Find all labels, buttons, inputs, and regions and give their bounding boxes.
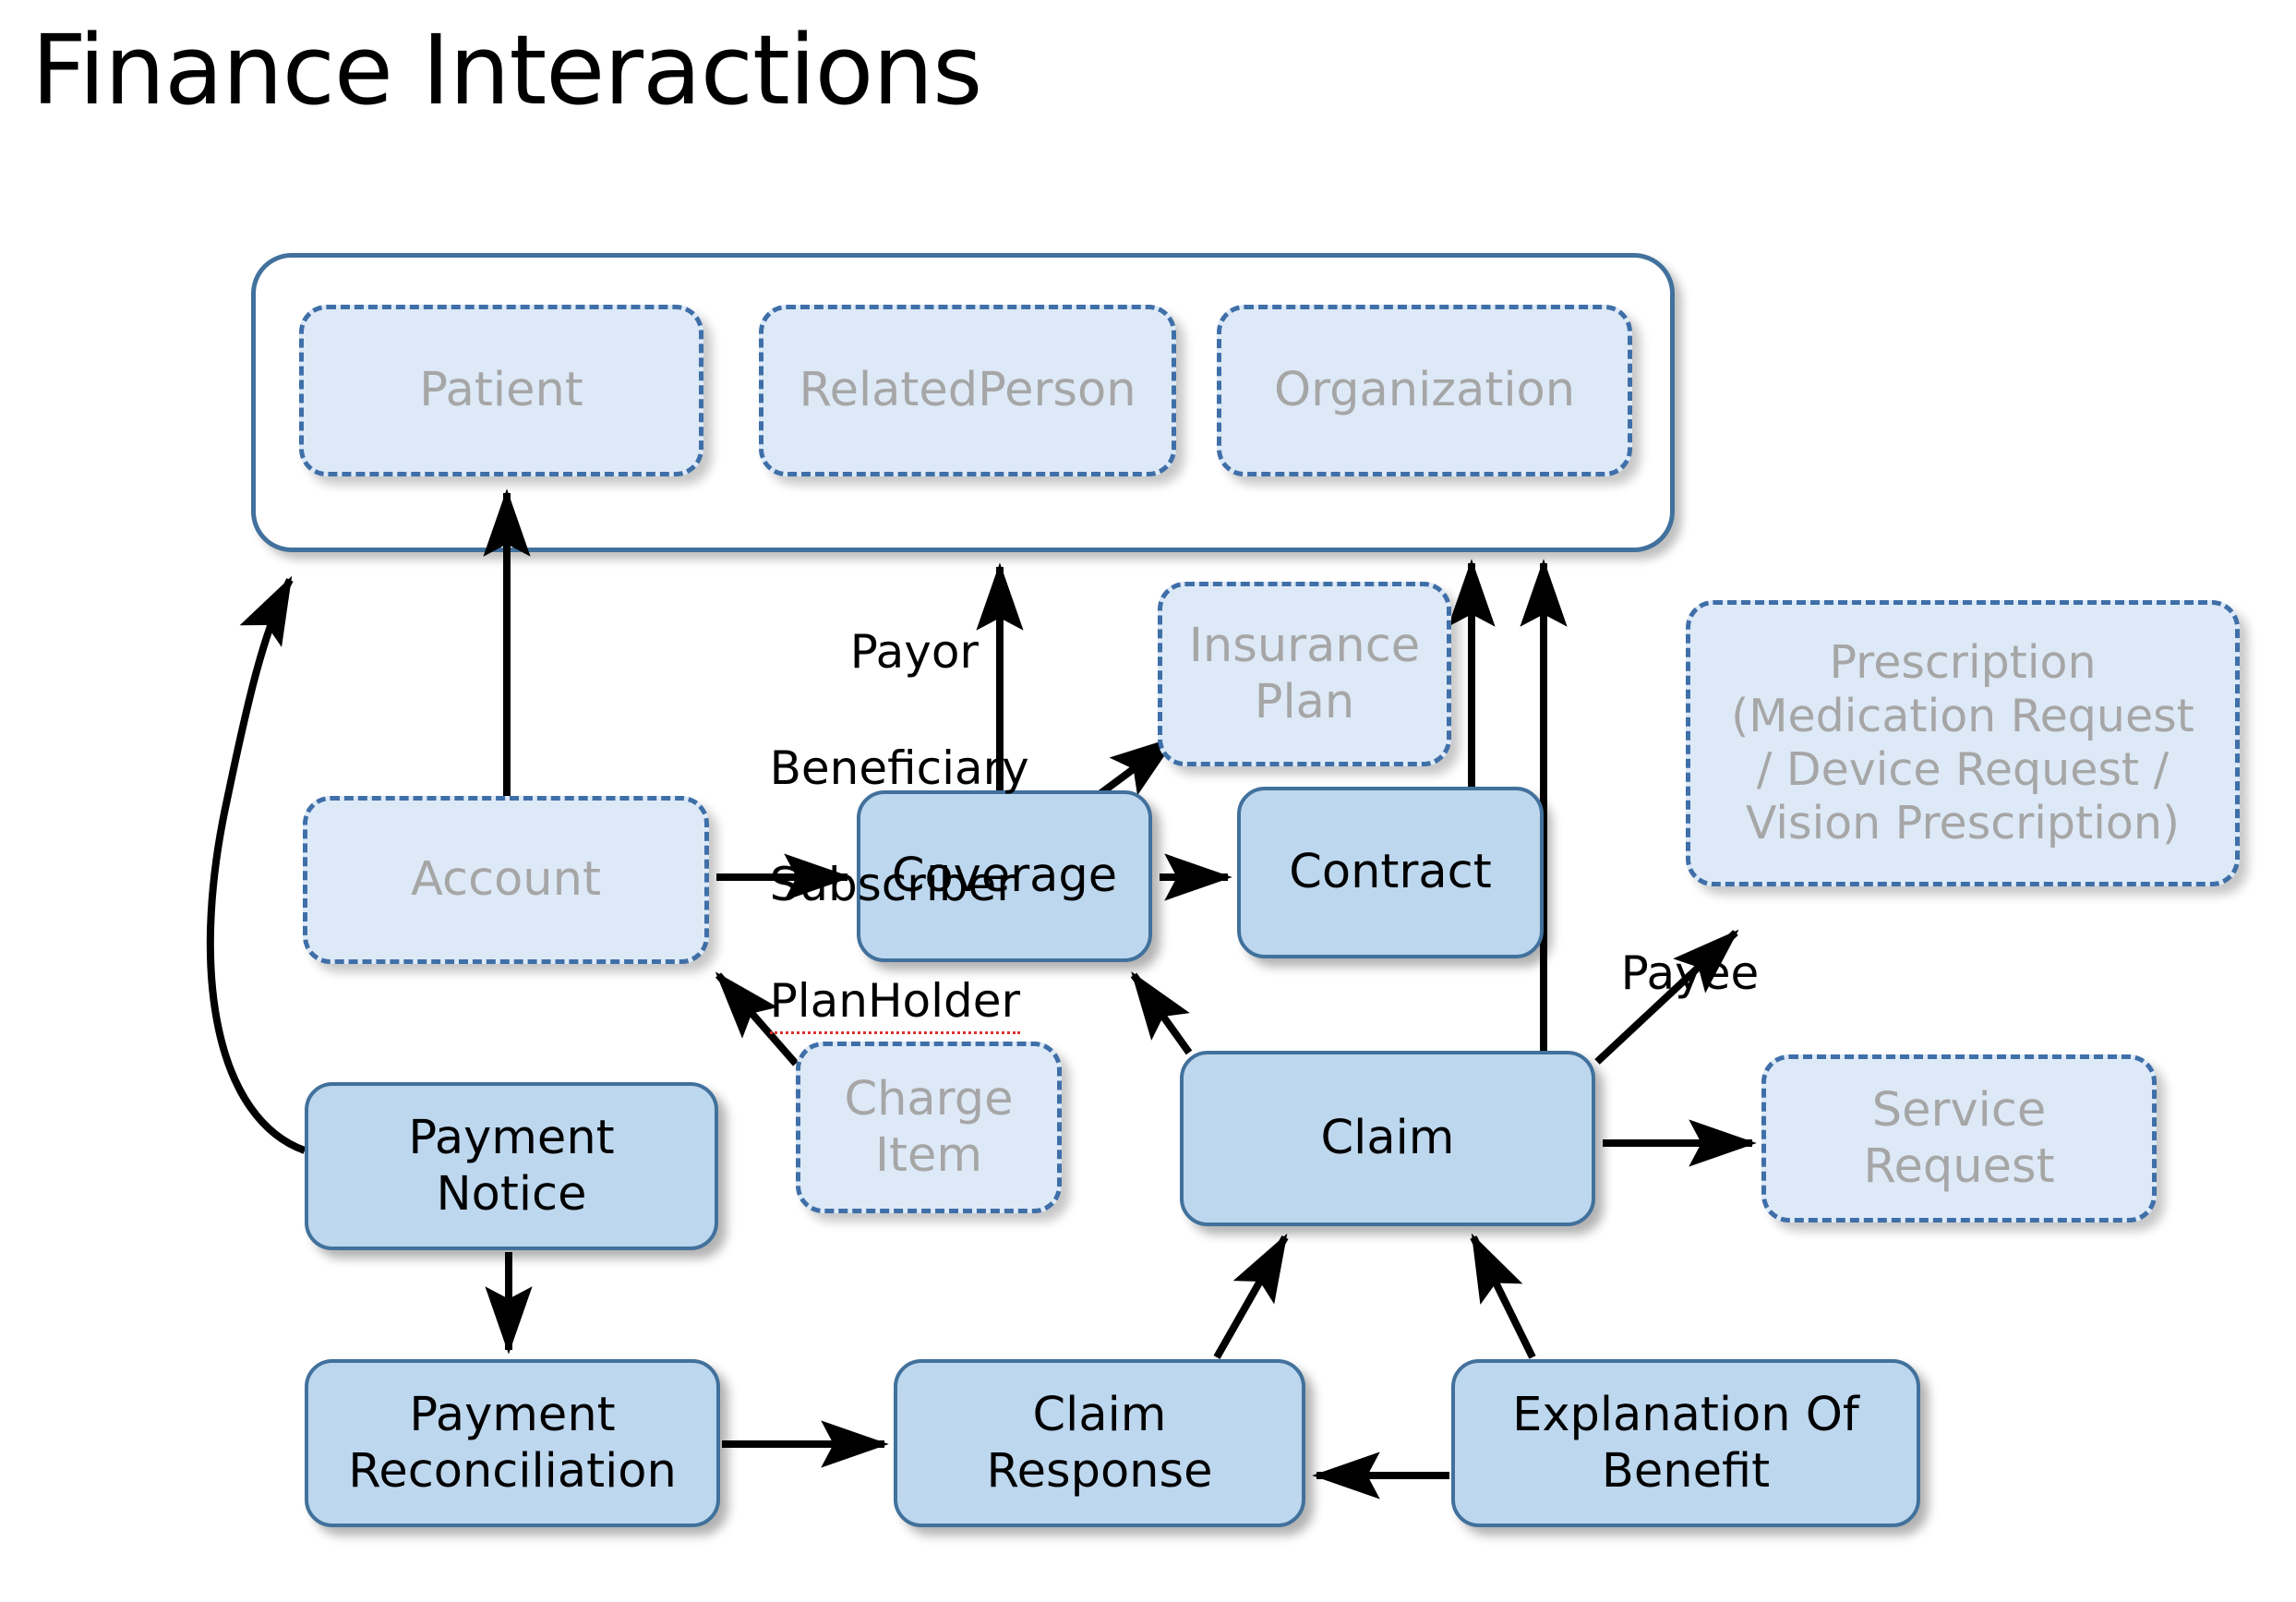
node-insurance-plan[interactable]: Insurance Plan — [1158, 582, 1451, 766]
node-label: Charge Item — [844, 1071, 1014, 1183]
node-payment-notice[interactable]: Payment Notice — [305, 1082, 718, 1250]
role-line-subscriber: Subscriber — [769, 858, 1016, 911]
node-claim-response[interactable]: Claim Response — [894, 1359, 1305, 1527]
node-label: Explanation Of Benefit — [1512, 1387, 1859, 1499]
node-claim[interactable]: Claim — [1180, 1051, 1595, 1226]
node-label: RelatedPerson — [799, 363, 1136, 418]
node-explanation-of-benefit[interactable]: Explanation Of Benefit — [1451, 1359, 1920, 1527]
role-line-payor: Payor — [849, 625, 979, 679]
role-line-planholder: PlanHolder — [769, 972, 1021, 1034]
node-label: Payment Notice — [408, 1110, 615, 1222]
node-label: Service Request — [1863, 1082, 2055, 1194]
edge-eob-to-claim — [1470, 1233, 1536, 1359]
node-label: Insurance Plan — [1188, 618, 1421, 729]
node-label: Claim — [1320, 1111, 1455, 1166]
node-service-request[interactable]: Service Request — [1761, 1054, 2157, 1223]
node-account[interactable]: Account — [303, 796, 709, 964]
edge-claim-to-coverage — [1130, 971, 1193, 1055]
node-label: Payment Reconciliation — [348, 1387, 677, 1499]
node-relatedperson[interactable]: RelatedPerson — [759, 305, 1176, 476]
node-coverage[interactable]: Coverage — [857, 790, 1152, 962]
node-label: Account — [411, 852, 601, 908]
node-contract[interactable]: Contract — [1237, 787, 1544, 958]
payee-text: Payee — [1620, 946, 1760, 1000]
node-label: Patient — [419, 363, 583, 418]
node-label: Organization — [1273, 363, 1576, 418]
node-label: Prescription (Medication Request / Devic… — [1731, 636, 2194, 849]
node-charge-item[interactable]: Charge Item — [796, 1042, 1062, 1213]
node-prescription[interactable]: Prescription (Medication Request / Devic… — [1686, 600, 2240, 886]
node-patient[interactable]: Patient — [299, 305, 703, 476]
edge-label-coverage-roles: Payor Beneficiary Subscriber PlanHolder — [711, 565, 1029, 1092]
edge-label-payee: Payee — [1562, 886, 1760, 1061]
edge-paymentnotice-to-actorgroup — [206, 575, 307, 1154]
node-label: Claim Response — [986, 1387, 1213, 1499]
node-label: Contract — [1289, 845, 1492, 900]
node-label: Coverage — [891, 849, 1118, 904]
edge-claimresponse-to-claim — [1213, 1233, 1289, 1359]
node-organization[interactable]: Organization — [1217, 305, 1632, 476]
role-line-beneficiary: Beneficiary — [769, 741, 1029, 795]
node-payment-reconciliation[interactable]: Payment Reconciliation — [305, 1359, 720, 1527]
page-title: Finance Interactions — [31, 14, 982, 126]
